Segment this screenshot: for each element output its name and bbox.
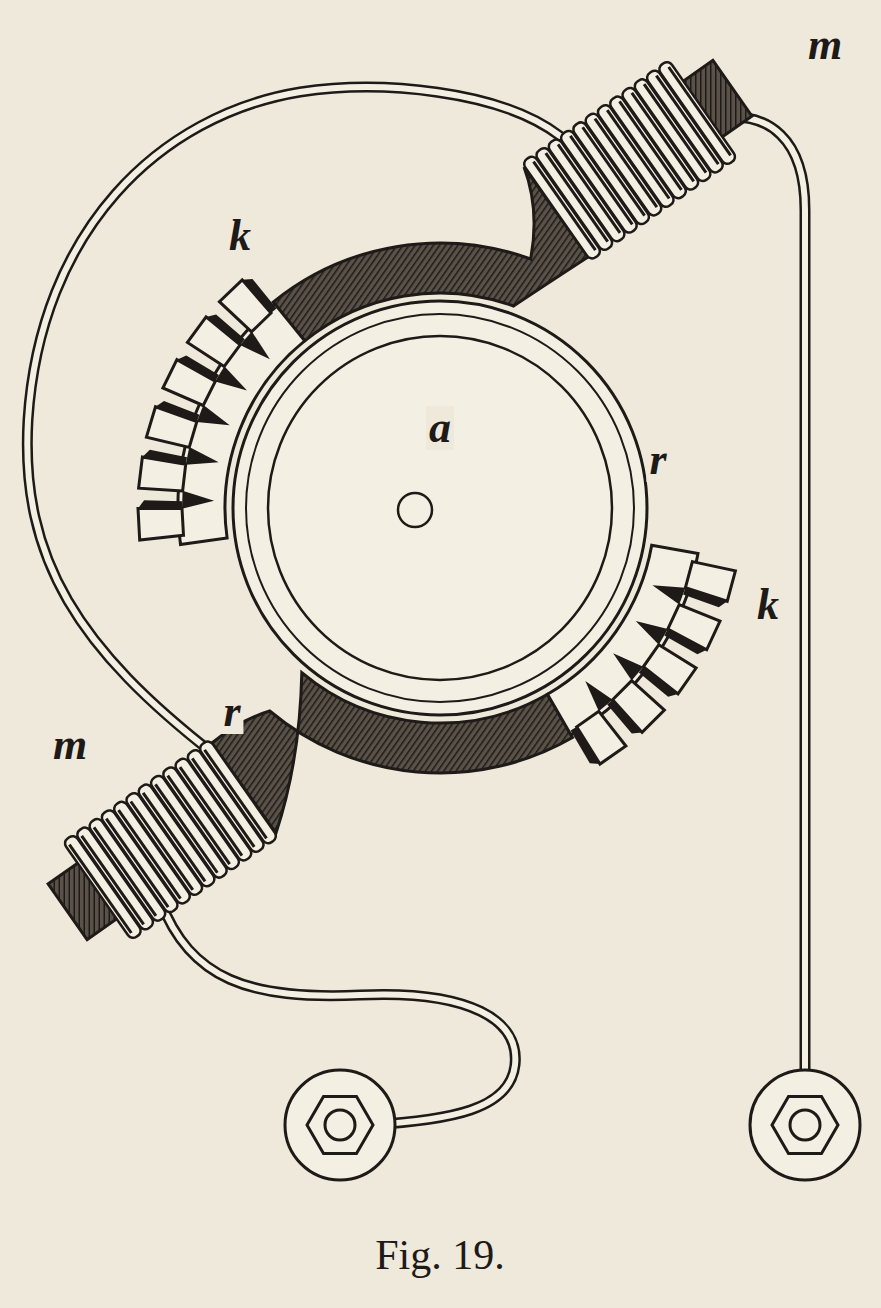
part-letter: r — [220, 690, 243, 734]
armature-ring — [246, 314, 634, 702]
hex-nut — [772, 1096, 838, 1153]
shaft-hole — [398, 493, 432, 527]
tooth-side — [142, 450, 187, 465]
tooth-side — [138, 500, 182, 508]
terminal-plate — [285, 1070, 395, 1180]
armature-tooth — [577, 711, 626, 764]
tooth-shade — [585, 681, 612, 711]
coil-winding — [657, 60, 737, 166]
armature-tooth — [643, 645, 696, 694]
tooth-shade — [613, 653, 643, 680]
tooth-side — [242, 279, 276, 313]
field-coil — [33, 739, 278, 961]
winding-shade — [69, 845, 131, 933]
tooth-shade — [197, 405, 230, 425]
tooth-shade — [636, 621, 668, 645]
tooth-side — [156, 401, 200, 422]
tooth-side — [571, 727, 600, 764]
armature-tooth — [163, 360, 215, 406]
terminal-plate — [750, 1070, 860, 1180]
tooth-shade — [215, 366, 247, 390]
armature-tooth — [219, 280, 271, 332]
winding-shade — [669, 67, 731, 155]
part-letter: k — [226, 214, 254, 258]
part-letter: m — [50, 723, 90, 767]
tooth-shade — [652, 585, 685, 604]
field-coil — [522, 39, 767, 261]
tooth-shade — [186, 447, 219, 465]
part-letter: a — [426, 406, 454, 450]
armature-tooth — [613, 681, 665, 733]
armature-ring — [233, 301, 647, 715]
hex-nut — [307, 1096, 373, 1153]
figure-caption: Fig. 19. — [375, 1231, 505, 1279]
part-letter: r — [646, 438, 669, 482]
tooth-side — [683, 588, 727, 608]
tooth-shade — [240, 332, 270, 360]
tooth-shade — [182, 491, 214, 509]
part-letter: m — [805, 23, 845, 67]
coil-winding — [63, 834, 143, 940]
nut-hole — [325, 1110, 355, 1140]
nut-hole — [790, 1110, 820, 1140]
armature-disc — [268, 336, 612, 680]
part-letter: k — [754, 583, 782, 627]
armature-tooth — [187, 317, 240, 367]
armature-tooth — [138, 508, 184, 540]
